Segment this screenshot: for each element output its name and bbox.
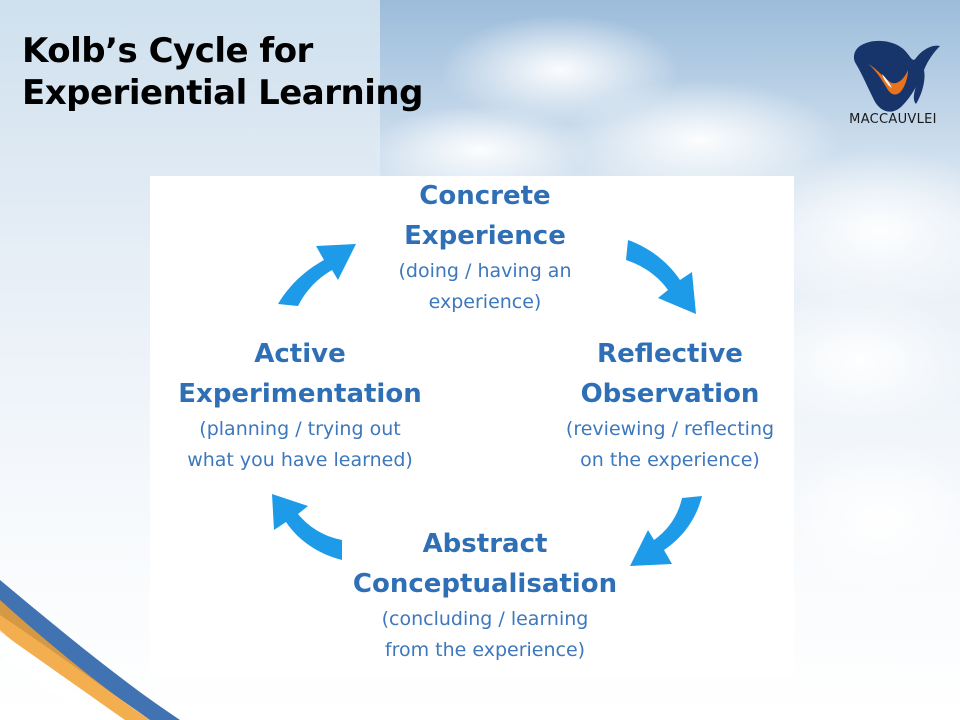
stage-name: Observation <box>580 379 760 409</box>
stage-description: what you have learned) <box>187 449 413 471</box>
arrow-to-abstract-conceptualisation <box>630 496 702 566</box>
logo-text: MACCAUVLEI <box>849 112 937 127</box>
stage-description: (planning / trying out <box>199 418 401 440</box>
arrow-to-reflective-observation <box>626 240 696 314</box>
stage-description: (reviewing / reflecting <box>565 418 775 440</box>
stage-name: Active <box>254 339 346 369</box>
stage-description: experience) <box>428 291 542 313</box>
slide-title: Kolb’s Cycle for Experiential Learning <box>22 30 423 114</box>
title-line-2: Experiential Learning <box>22 73 423 113</box>
stage-name: Experience <box>404 221 566 251</box>
stage-description: on the experience) <box>580 449 760 471</box>
stage-name: Concrete <box>419 181 551 211</box>
stage-description: (doing / having an <box>398 260 572 282</box>
stage-name: Experimentation <box>178 379 422 409</box>
stage-abstract-conceptualisation: Abstract Conceptualisation (concluding /… <box>320 524 650 666</box>
stage-reflective-observation: Reflective Observation (reviewing / refl… <box>530 334 810 476</box>
stage-name: Reflective <box>597 339 743 369</box>
arrow-to-concrete-experience <box>278 244 356 306</box>
cycle-arrows <box>272 240 702 566</box>
title-line-1: Kolb’s Cycle for <box>22 31 313 71</box>
stage-active-experimentation: Active Experimentation (planning / tryin… <box>150 334 450 476</box>
arrow-to-active-experimentation <box>272 494 342 560</box>
stage-name: Abstract <box>422 529 548 559</box>
stage-concrete-experience: Concrete Experience (doing / having an e… <box>340 176 630 318</box>
kolb-cycle-diagram: Concrete Experience (doing / having an e… <box>150 176 794 676</box>
maccauvlei-logo-icon <box>853 40 940 112</box>
stage-name: Conceptualisation <box>352 569 618 599</box>
stage-description: (concluding / learning <box>381 608 589 630</box>
stage-description: from the experience) <box>384 639 586 661</box>
